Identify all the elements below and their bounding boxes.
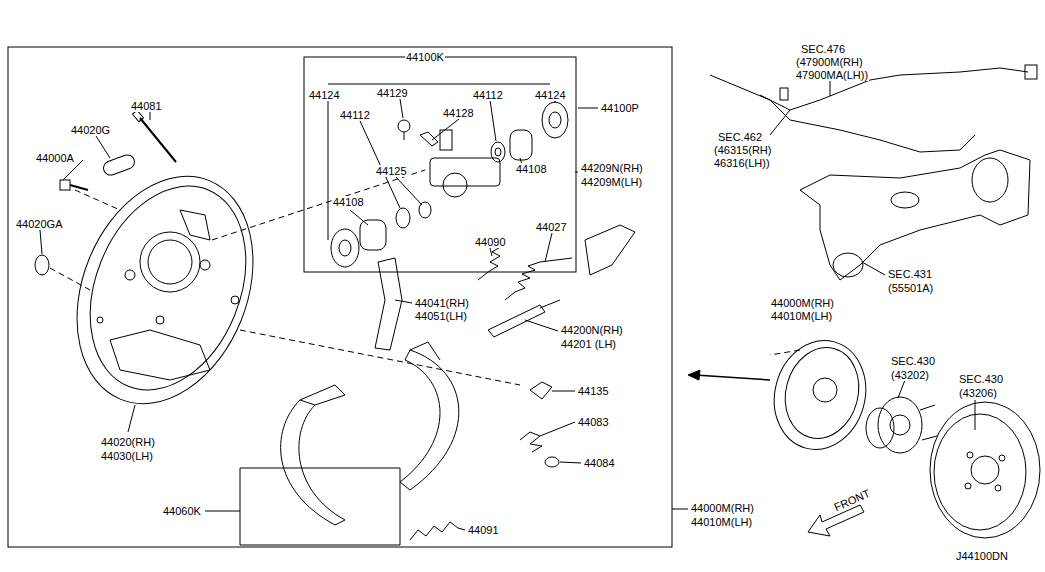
drawing-id: J44100DN (955, 550, 1009, 562)
wheel-cylinder (398, 120, 500, 197)
callout-number: 44128 (442, 107, 475, 119)
adjuster (540, 300, 560, 308)
callout-number: 44124 (308, 89, 341, 101)
brake-drum (930, 402, 1040, 538)
bolt (60, 180, 70, 190)
callout-number: SEC.462 (717, 131, 763, 143)
callout-number: 44201 (LH) (560, 338, 617, 350)
callout-number: 44000A (35, 152, 75, 164)
shoe-box (240, 468, 400, 545)
callout-number: 44030(LH) (100, 450, 154, 462)
callout-number: 44209N(RH) (580, 162, 644, 174)
callout-number: 44020G (70, 124, 111, 136)
cup (545, 457, 559, 467)
callout-number: 44081 (130, 100, 163, 112)
spring (505, 258, 572, 300)
callout-number: 44027 (535, 221, 568, 233)
spring (520, 432, 542, 452)
callout-number: 44090 (474, 236, 507, 248)
brake-shoe (281, 400, 345, 525)
callout-number: 44100K (405, 51, 445, 63)
bolt (140, 118, 176, 162)
callout-number: 44108 (515, 163, 548, 175)
callout-number: 44125 (375, 165, 408, 177)
callout-number: 46316(LH)) (713, 157, 771, 169)
small-brake-assembly (762, 330, 877, 460)
callout-number: 44060K (162, 505, 202, 517)
axle-assembly (710, 65, 1037, 280)
brake-shoe (300, 385, 345, 405)
lever (585, 225, 635, 275)
callout-number: (47900M(RH) (795, 56, 864, 68)
callout-number: 44010M(LH) (690, 516, 753, 528)
callout-number: 44010M(LH) (770, 310, 833, 322)
brake-shoe (410, 342, 440, 360)
callout-number: 44209M(LH) (580, 176, 643, 188)
callout-number: 44083 (577, 416, 610, 428)
callout-number: 44051(LH) (414, 310, 468, 322)
backing-plate (45, 150, 285, 430)
callout-number: 44108 (332, 196, 365, 208)
leader-lines (40, 76, 975, 530)
lever (375, 258, 402, 350)
callout-number: SEC.431 (887, 268, 933, 280)
callout-number: 44112 (339, 109, 371, 121)
callout-number: 44020GA (15, 218, 63, 230)
callout-number: 44124 (534, 89, 567, 101)
bolt (70, 185, 88, 190)
callout-number: (55501A) (887, 282, 934, 294)
callout-number: 44200N(RH) (560, 324, 624, 336)
cylinder-parts (331, 102, 568, 267)
arrowhead (688, 370, 700, 380)
assembly-lines (50, 170, 800, 385)
callout-number: 44112 (472, 89, 504, 101)
hub (866, 397, 937, 453)
callout-number: (43206) (958, 387, 998, 399)
plug (102, 153, 137, 177)
frame (8, 47, 672, 547)
callout-number: (43202) (890, 369, 930, 381)
adjuster (488, 305, 545, 337)
callout-number: 44135 (577, 385, 610, 397)
callout-number: 44091 (467, 524, 500, 536)
direction-arrow (695, 375, 770, 380)
callout-number: SEC.430 (890, 355, 936, 367)
callout-number: 44041(RH) (414, 297, 470, 309)
clip (530, 382, 552, 399)
callout-number: 47900MA(LH)) (795, 69, 869, 81)
callout-number: (46315(RH) (713, 144, 772, 156)
cap (35, 255, 49, 275)
callout-number: 44020(RH) (100, 436, 156, 448)
callout-number: 44100P (600, 102, 640, 114)
callout-number: SEC.476 (800, 43, 846, 55)
callout-number: SEC.430 (958, 373, 1004, 385)
callout-number: 44129 (376, 87, 409, 99)
callout-number: 44000M(RH) (770, 297, 835, 309)
kit-box (304, 57, 576, 272)
callout-number: 44000M(RH) (690, 502, 755, 514)
spring (410, 522, 458, 540)
callout-number: 44084 (583, 457, 616, 469)
